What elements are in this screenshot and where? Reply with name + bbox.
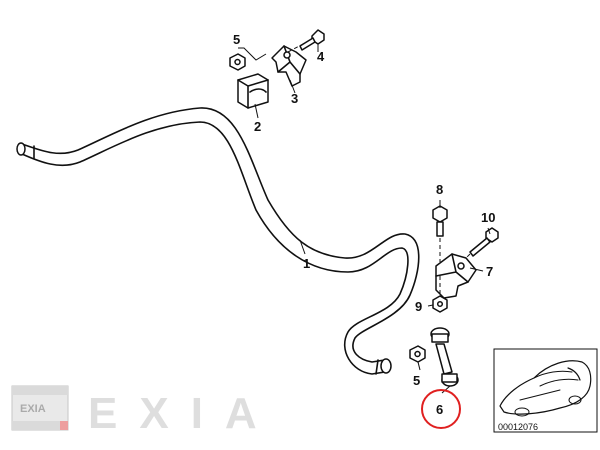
brand-watermark: EXIA [88,389,279,438]
leader-lines [238,44,491,394]
bolt-side [461,227,499,263]
hex-nut-top [229,53,246,71]
hex-nut-bottom [409,345,426,363]
rubber-mounting [237,73,269,109]
callout-2: 2 [254,119,261,134]
callout-6: 6 [436,402,443,417]
callout-5-top: 5 [233,32,240,47]
logo-box-text: EXIA [20,403,46,415]
callout-1: 1 [303,256,310,271]
callout-10: 10 [481,210,495,225]
bracket [271,45,307,87]
logo-watermark: EXIA [11,385,69,431]
bolt-top-right [432,205,448,262]
highlight-circle [421,389,461,429]
vehicle-locator-inset: 00012076 [493,348,598,433]
callout-5-bottom: 5 [413,373,420,388]
stabilizer-bar [16,107,420,375]
callout-3: 3 [291,91,298,106]
callout-4: 4 [317,49,325,64]
bracket-right [435,253,477,300]
reference-code: 00012076 [498,422,538,432]
callout-7: 7 [486,264,493,279]
nut-small [432,295,448,313]
connecting-link [430,327,459,387]
callout-9: 9 [415,299,422,314]
hex-bolt-top [287,29,325,53]
callout-8: 8 [436,182,443,197]
